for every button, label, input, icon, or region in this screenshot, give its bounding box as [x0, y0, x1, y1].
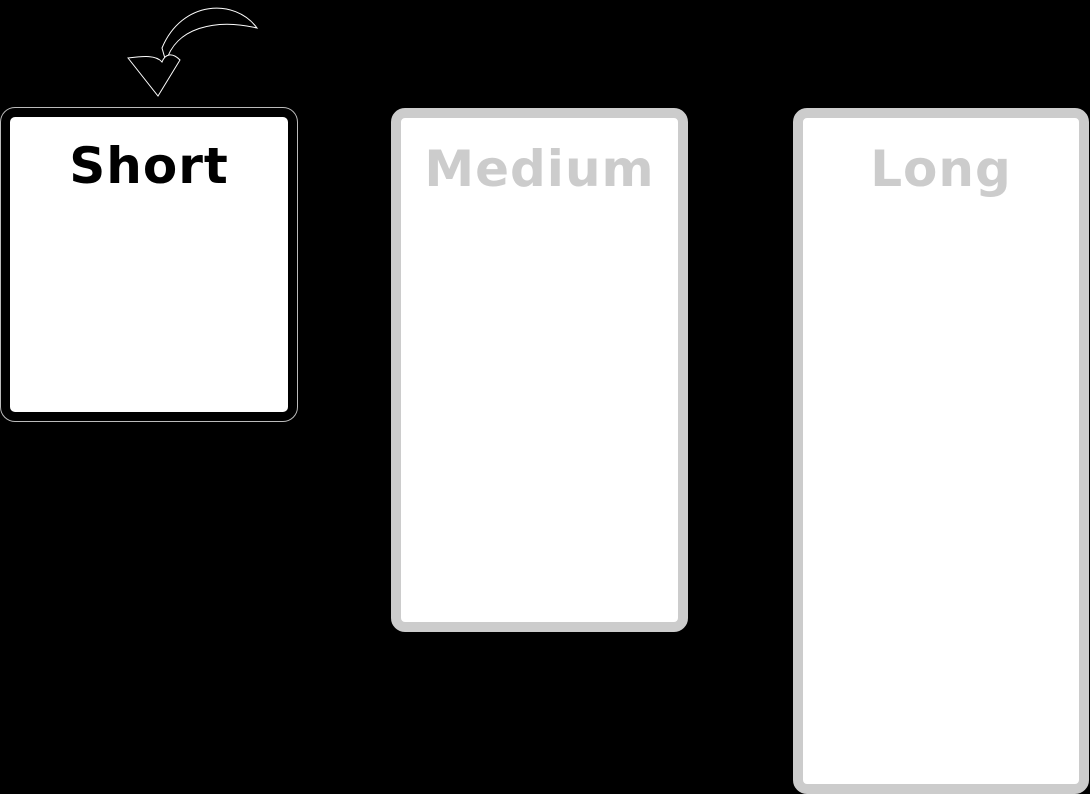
box-long-label: Long	[870, 140, 1012, 198]
curved-arrow-icon	[127, 7, 259, 97]
box-medium[interactable]: Medium	[391, 108, 688, 632]
box-short[interactable]: Short	[1, 108, 297, 421]
box-short-label: Short	[69, 137, 229, 195]
box-long[interactable]: Long	[793, 108, 1089, 794]
box-medium-label: Medium	[424, 140, 655, 198]
